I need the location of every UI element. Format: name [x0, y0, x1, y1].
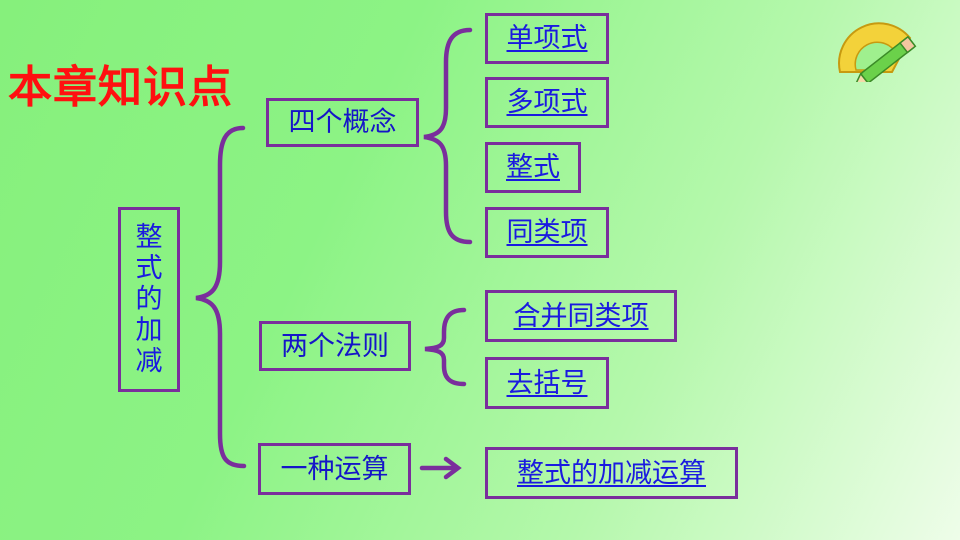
- item-link[interactable]: 去括号: [506, 367, 588, 399]
- root-box: 整 式 的 加 减: [118, 207, 180, 392]
- category-label: 四个概念: [288, 107, 397, 138]
- operation-arrow-head: [443, 456, 462, 480]
- item-combine-like-terms[interactable]: 合并同类项: [485, 290, 677, 342]
- item-link[interactable]: 同类项: [506, 217, 588, 248]
- root-char: 的: [135, 284, 163, 315]
- category-one-operation: 一种运算: [258, 443, 411, 495]
- item-polynomial[interactable]: 多项式: [485, 77, 609, 128]
- item-link[interactable]: 合并同类项: [513, 300, 649, 332]
- rules-bracket: [424, 307, 467, 387]
- slide-title: 本章知识点: [8, 62, 233, 113]
- category-two-rules: 两个法则: [259, 321, 411, 371]
- root-char: 式: [135, 253, 163, 284]
- concepts-bracket: [423, 27, 473, 245]
- category-label: 两个法则: [281, 330, 389, 362]
- item-integral-expression[interactable]: 整式: [485, 142, 581, 193]
- item-link[interactable]: 整式的加减运算: [517, 457, 706, 489]
- item-link[interactable]: 单项式: [506, 23, 588, 54]
- main-bracket: [195, 125, 247, 469]
- item-remove-brackets[interactable]: 去括号: [485, 357, 609, 409]
- category-four-concepts: 四个概念: [266, 98, 419, 147]
- item-add-subtract-operation[interactable]: 整式的加减运算: [485, 447, 738, 499]
- category-label: 一种运算: [280, 453, 389, 485]
- root-char: 整: [135, 222, 163, 253]
- protractor-pencil-icon: [838, 22, 917, 82]
- item-like-terms[interactable]: 同类项: [485, 207, 609, 258]
- item-link[interactable]: 整式: [506, 152, 560, 183]
- item-link[interactable]: 多项式: [506, 87, 588, 118]
- root-char: 加: [135, 315, 163, 346]
- item-monomial[interactable]: 单项式: [485, 13, 609, 64]
- root-char: 减: [135, 346, 163, 377]
